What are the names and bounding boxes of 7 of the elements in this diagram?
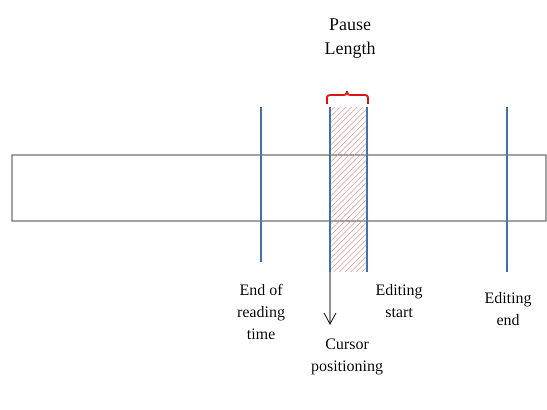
marker-label: End of reading time: [236, 281, 286, 345]
heading-label: Pause Length: [324, 13, 376, 60]
marker-label: Editing end: [483, 289, 533, 331]
arrow: [324, 272, 336, 324]
marker-label: Editing start: [374, 281, 424, 323]
text-label: Cursor positioning: [300, 324, 394, 378]
timeline-drawing: [12, 90, 546, 272]
